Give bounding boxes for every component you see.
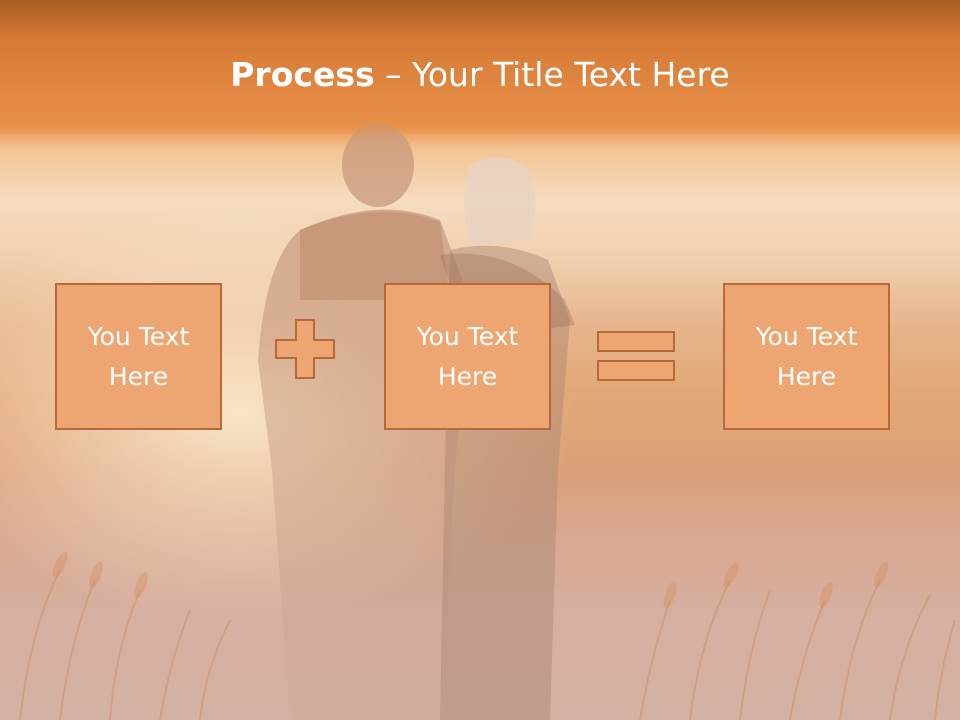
process-box-3-text: You Text Here [755, 321, 858, 391]
slide-title: Process – Your Title Text Here [0, 52, 960, 98]
title-bold: Process [230, 55, 375, 94]
process-box-2[interactable]: You Text Here [384, 283, 551, 430]
plus-icon [275, 319, 335, 379]
process-box-1[interactable]: You Text Here [55, 283, 222, 430]
title-bar [0, 0, 960, 135]
equals-icon [597, 331, 675, 381]
wheat-field [19, 552, 956, 720]
process-box-2-text: You Text Here [416, 321, 519, 391]
process-box-3[interactable]: You Text Here [723, 283, 890, 430]
title-rest: – Your Title Text Here [374, 55, 730, 94]
process-box-1-text: You Text Here [87, 321, 190, 391]
